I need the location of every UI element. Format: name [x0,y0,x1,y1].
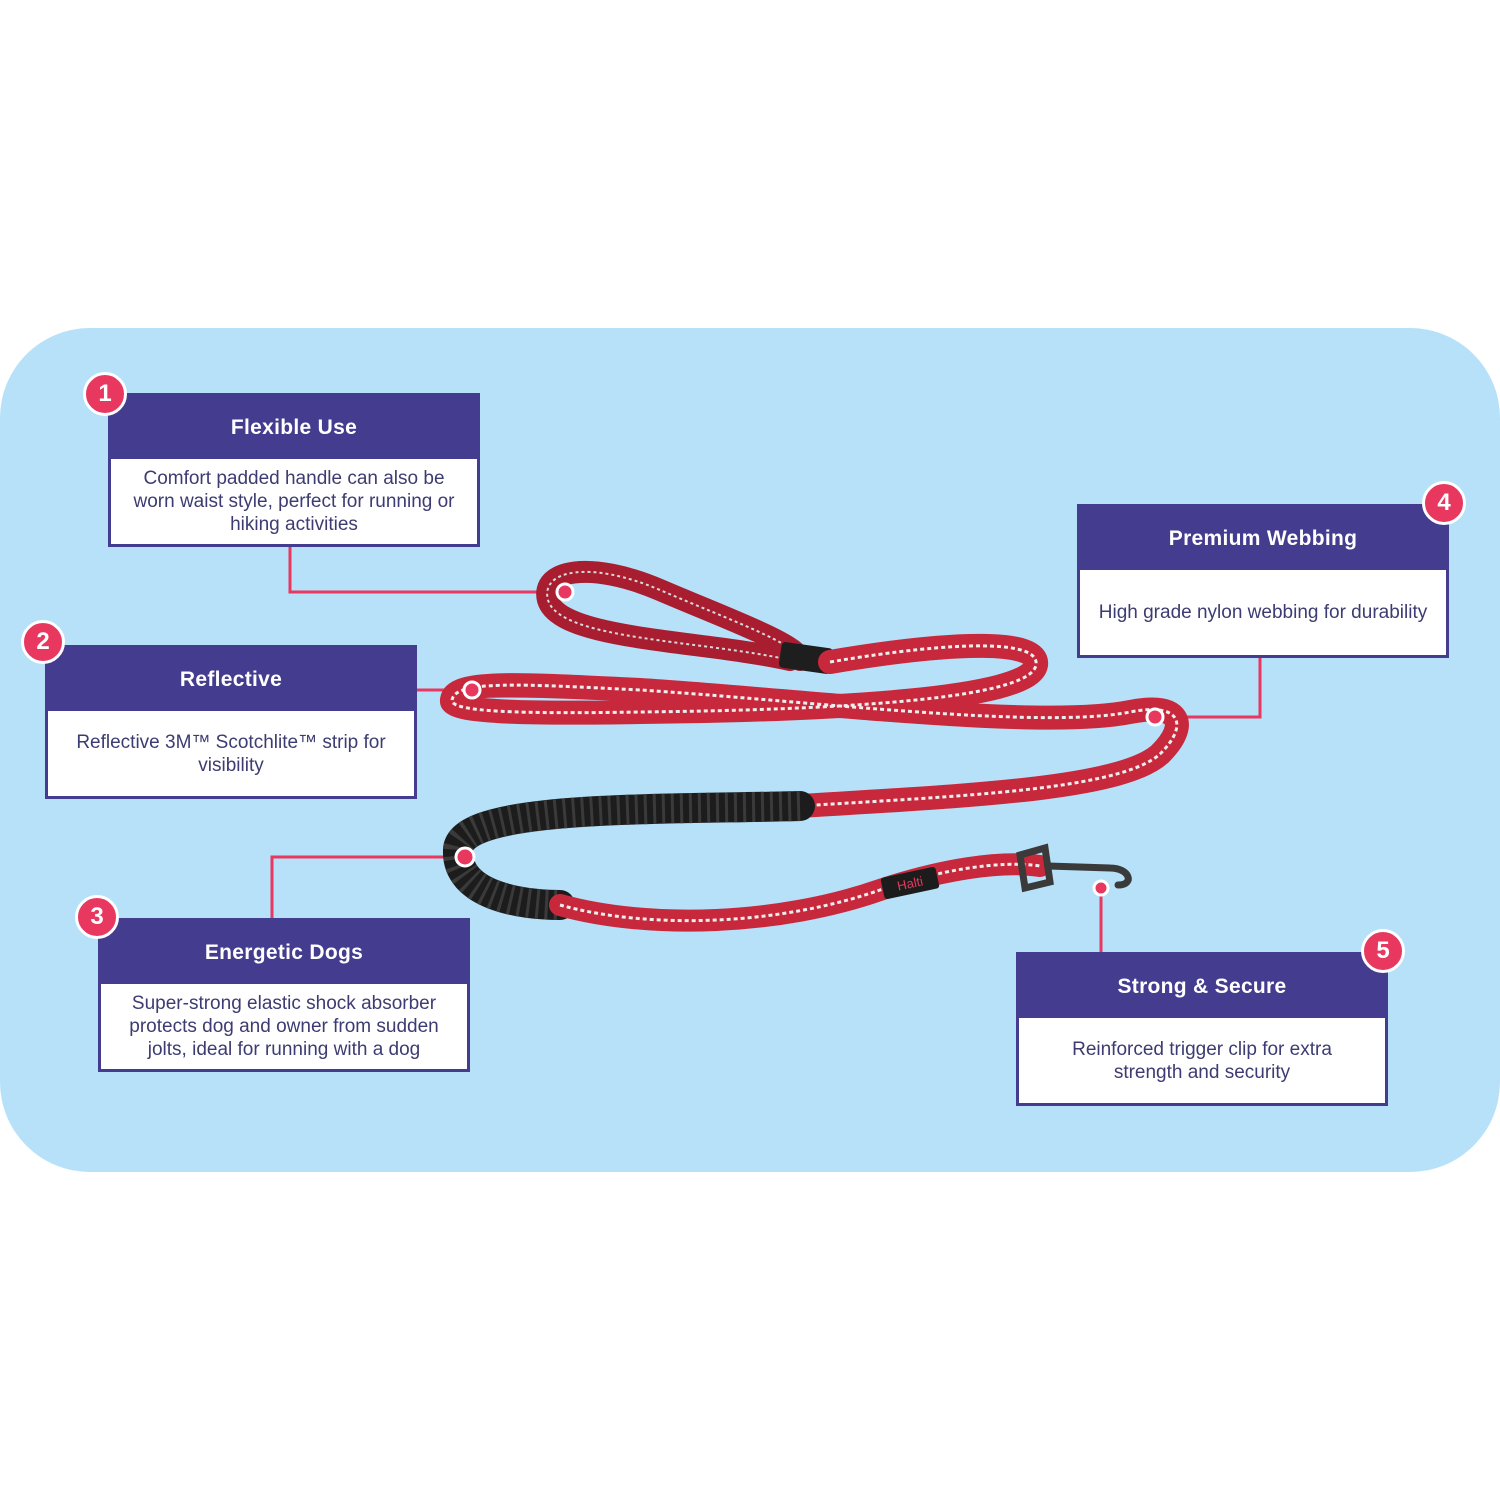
feature-number-badge: 2 [21,620,65,664]
feature-card-3: Energetic Dogs Super-strong elastic shoc… [98,918,470,1072]
feature-description: Comfort padded handle can also be worn w… [133,468,455,535]
feature-description: Super-strong elastic shock absorber prot… [129,993,439,1060]
leash-webbing [440,633,1189,818]
feature-card-2: Reflective Reflective 3M™ Scotchlite™ st… [45,645,417,799]
feature-title: Flexible Use [111,396,477,459]
callout-line-1 [288,546,565,594]
callout-line-4 [1155,658,1262,719]
callout-dots [454,582,1165,897]
feature-title: Strong & Secure [1019,955,1385,1018]
feature-description: High grade nylon webbing for durability [1098,602,1428,623]
brand-tag-text: Halti [896,873,925,893]
feature-description: Reinforced trigger clip for extra streng… [1072,1038,1332,1083]
callout-dot-5 [1092,879,1110,897]
feature-card-4: Premium Webbing High grade nylon webbing… [1077,504,1449,658]
feature-number-badge: 4 [1422,481,1466,525]
lower-strap [549,853,1051,932]
leash-handle [536,560,811,671]
trigger-clip [1016,843,1132,893]
feature-number-badge: 3 [75,895,119,939]
brand-tag: Halti [880,866,940,900]
callout-dot-2 [462,680,482,700]
callout-dot-1 [555,582,575,602]
feature-number-badge: 5 [1361,929,1405,973]
feature-title: Energetic Dogs [101,921,467,984]
feature-description: Reflective 3M™ Scotchlite™ strip for vis… [76,731,386,776]
feature-title: Reflective [48,648,414,711]
callout-line-3 [270,855,465,918]
feature-title: Premium Webbing [1080,507,1446,570]
feature-card-1: Flexible Use Comfort padded handle can a… [108,393,480,547]
callout-dot-3 [454,846,476,868]
feature-number-badge: 1 [83,372,127,416]
feature-card-5: Strong & Secure Reinforced trigger clip … [1016,952,1388,1106]
bungee-shock-absorber [443,791,815,920]
callout-dot-4 [1145,707,1165,727]
